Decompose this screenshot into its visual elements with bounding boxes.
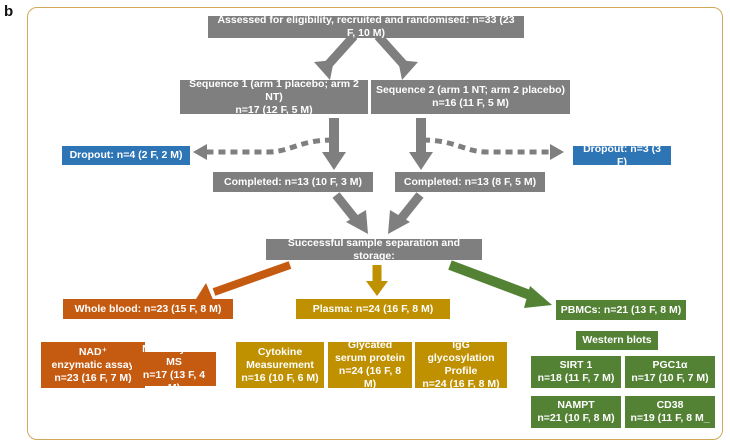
arrowhead-plasma — [366, 281, 388, 296]
sequence-1-title: Sequence 1 (arm 1 placebo; arm 2 NT) — [189, 77, 359, 103]
arrowhead-whole-blood — [196, 283, 214, 302]
arrow-to-pbmcs — [448, 260, 537, 302]
cytokine-title: Cytokine — [257, 345, 303, 358]
nad-enzymatic-count: n=23 (16 F, 7 M) — [54, 371, 132, 384]
igg-count: n=24 (16 F, 8 M) — [422, 378, 500, 390]
pbmcs-text: PBMCs: n=21 (13 F, 8 M) — [560, 303, 682, 316]
sequence-1-count: n=17 (12 F, 5 M) — [235, 103, 313, 116]
completed-left-box: Completed: n=13 (10 F, 3 M) — [213, 172, 373, 192]
glycated-box: Glycated serum protein n=24 (16 F, 8 M) — [328, 339, 412, 390]
nampt-title: NAMPT — [557, 399, 595, 411]
cytokine-box: Cytokine Measurement n=16 (10 F, 6 M) — [236, 342, 324, 388]
arrowhead-dropout-right — [550, 144, 564, 160]
glycated-count: n=24 (16 F, 8 M) — [338, 365, 402, 390]
pgc1a-title: PGC1α — [652, 359, 688, 371]
dropout-right-box: Dropout: n=3 (3 F) — [573, 143, 671, 168]
plasma-box: Plasma: n=24 (16 F, 8 M) — [296, 299, 450, 319]
igg-box: IgG glycosylation Profile n=24 (16 F, 8 … — [415, 339, 507, 390]
completed-right-text: Completed: n=13 (8 F, 5 M) — [403, 175, 537, 188]
dropout-arrow-right — [422, 137, 552, 155]
sequence-1-box: Sequence 1 (arm 1 placebo; arm 2 NT) n=1… — [180, 77, 368, 116]
arrowhead-storage-left — [346, 210, 368, 234]
sirt1-count: n=18 (11 F, 7 M) — [537, 372, 615, 384]
dropout-left-text: Dropout: n=4 (2 F, 2 M) — [69, 149, 183, 161]
arrowhead-storage-right — [388, 210, 410, 234]
cytokine-subtitle: Measurement — [246, 358, 314, 371]
arrow-completed-right-to-storage — [396, 192, 424, 223]
arrow-to-whole-blood — [212, 261, 292, 296]
nad-lcms-box: NAD⁺ by LC-MS n=17 (13 F, 4 M) — [132, 343, 216, 394]
igg-title: IgG glycosylation — [427, 339, 495, 364]
arrowhead-completed-left — [322, 152, 346, 170]
storage-text: Successful sample separation and storage… — [287, 236, 461, 262]
arrowhead-seq2 — [398, 60, 418, 80]
sequence-2-box: Sequence 2 (arm 1 NT; arm 2 placebo) n=1… — [371, 80, 570, 114]
completed-left-text: Completed: n=13 (10 F, 3 M) — [224, 175, 362, 188]
dropout-left-box: Dropout: n=4 (2 F, 2 M) — [62, 146, 190, 165]
cytokine-count: n=16 (10 F, 6 M) — [241, 371, 319, 384]
sirt1-title: SIRT 1 — [559, 359, 593, 371]
western-blots-text: Western blots — [582, 334, 652, 346]
glycated-title: Glycated — [347, 339, 393, 351]
whole-blood-box: Whole blood: n=23 (15 F, 8 M) — [63, 299, 233, 319]
nad-enzymatic-box: NAD⁺ enzymatic assay n=23 (16 F, 7 M) — [41, 342, 145, 388]
sequence-2-count: n=16 (11 F, 5 M) — [432, 97, 509, 109]
assessed-text: Assessed for eligibility, recruited and … — [217, 14, 515, 39]
diagram-frame — [27, 7, 723, 440]
dropout-arrow-left — [205, 137, 333, 155]
nampt-count: n=21 (10 F, 8 M) — [537, 412, 615, 424]
cd38-count: n=19 (11 F, 8 M_ — [630, 412, 710, 424]
whole-blood-text: Whole blood: n=23 (15 F, 8 M) — [74, 302, 222, 315]
cd38-box: CD38 n=19 (11 F, 8 M_ — [625, 396, 715, 428]
sequence-2-title: Sequence 2 (arm 1 NT; arm 2 placebo) — [375, 84, 566, 96]
assessed-box: Assessed for eligibility, recruited and … — [208, 14, 524, 39]
dropout-right-text: Dropout: n=3 (3 F) — [583, 142, 661, 168]
arrowhead-dropout-left — [193, 144, 207, 160]
nad-lcms-count: n=17 (13 F, 4 M) — [142, 369, 206, 394]
sirt1-box: SIRT 1 n=18 (11 F, 7 M) — [531, 356, 621, 388]
nampt-box: NAMPT n=21 (10 F, 8 M) — [531, 396, 621, 428]
pgc1a-box: PGC1α n=17 (10 F, 7 M) — [625, 356, 715, 388]
arrowhead-seq1 — [314, 60, 334, 80]
nad-enzymatic-title: NAD⁺ — [78, 345, 108, 358]
panel-label: b — [4, 3, 14, 20]
igg-subtitle: Profile — [444, 365, 478, 377]
arrowhead-completed-right — [409, 152, 433, 170]
storage-box: Successful sample separation and storage… — [266, 236, 482, 262]
pgc1a-count: n=17 (10 F, 7 M) — [631, 372, 709, 384]
pbmcs-box: PBMCs: n=21 (13 F, 8 M) — [556, 300, 686, 320]
nad-lcms-title: NAD⁺ by LC-MS — [142, 343, 206, 368]
glycated-subtitle: serum protein — [334, 352, 405, 364]
arrow-completed-left-to-storage — [332, 192, 360, 223]
plasma-text: Plasma: n=24 (16 F, 8 M) — [312, 302, 434, 315]
completed-right-box: Completed: n=13 (8 F, 5 M) — [395, 172, 545, 192]
arrowhead-pbmcs — [524, 286, 552, 308]
western-blots-box: Western blots — [576, 331, 658, 350]
cd38-title: CD38 — [656, 399, 684, 411]
nad-enzymatic-subtitle: enzymatic assay — [51, 358, 135, 371]
